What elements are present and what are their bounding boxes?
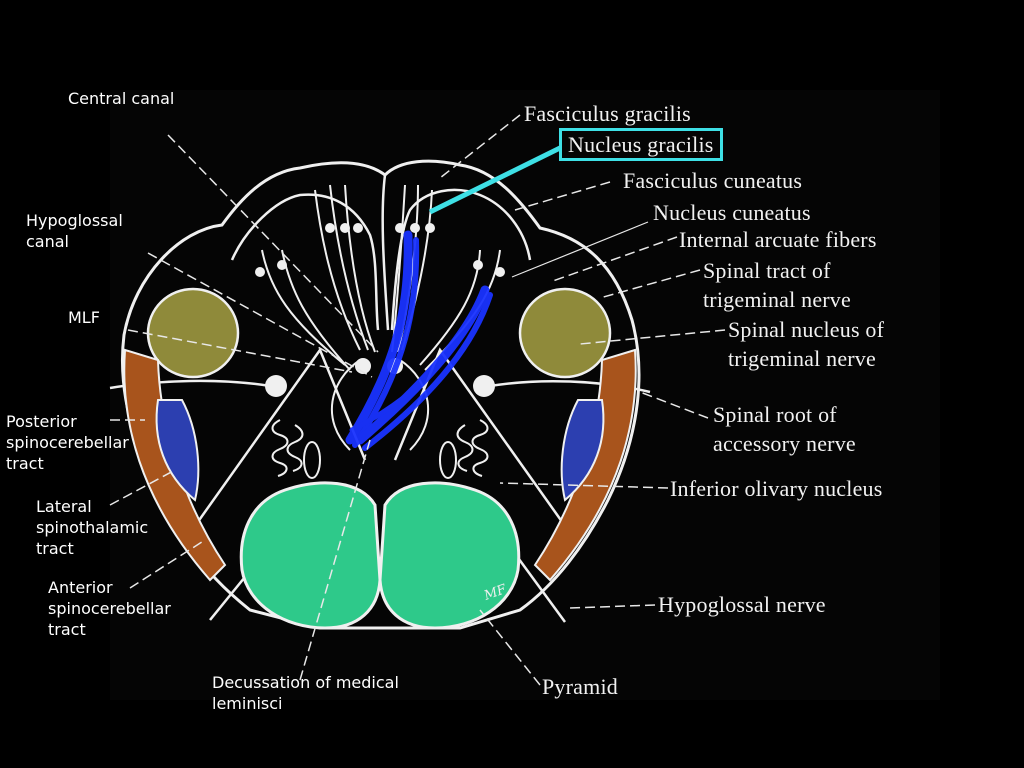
spinothalamic-right: [560, 399, 605, 502]
label-text: Internal arcuate fibers: [679, 227, 877, 252]
label-text: canal: [26, 232, 69, 251]
label-text: Central canal: [68, 89, 175, 108]
inferior-olivary-nuclei: [271, 419, 489, 479]
label-lateral-spinothalamic: Lateral spinothalamic tract: [36, 496, 148, 559]
label-spinal-tract-trigeminal: Spinal tract of trigeminal nerve: [703, 256, 851, 314]
label-nucleus-cuneatus: Nucleus cuneatus: [653, 198, 811, 227]
label-mlf: MLF: [68, 307, 100, 328]
label-central-canal: Central canal: [68, 88, 174, 109]
photo-background: [110, 90, 940, 700]
label-text: Anterior: [48, 578, 113, 597]
label-fasciculus-gracilis: Fasciculus gracilis: [524, 99, 691, 128]
label-anterior-spinocerebellar: Anterior spinocerebellar tract: [48, 577, 171, 640]
label-internal-arcuate: Internal arcuate fibers: [679, 225, 877, 254]
pyramid-right: [378, 481, 521, 630]
label-text: Hypoglossal: [26, 211, 123, 230]
label-text: leminisci: [212, 694, 283, 713]
label-text: Posterior: [6, 412, 77, 431]
label-text: spinocerebellar: [6, 433, 129, 452]
label-text: Hypoglossal nerve: [658, 592, 826, 617]
label-text: trigeminal nerve: [703, 287, 851, 312]
nucleus-gracilis-connector: [428, 145, 562, 215]
label-text: Spinal root of: [713, 402, 837, 427]
medial-lemniscus: [345, 230, 493, 451]
label-text: tract: [36, 539, 74, 558]
trigeminal-nucleus-right: [518, 287, 612, 379]
label-hypoglossal-canal: Hypoglossal canal: [26, 210, 123, 252]
label-text: spinocerebellar: [48, 599, 171, 618]
label-text: Decussation of medical: [212, 673, 399, 692]
label-text: Pyramid: [542, 674, 618, 699]
label-hypoglossal-nerve: Hypoglossal nerve: [658, 590, 826, 619]
label-text: Fasciculus cuneatus: [623, 168, 803, 193]
label-text: accessory nerve: [713, 431, 856, 456]
label-text: MLF: [68, 308, 100, 327]
label-spinal-root-accessory: Spinal root of accessory nerve: [713, 400, 856, 458]
pointer-lines: [109, 114, 726, 686]
spinothalamic-left: [155, 399, 200, 502]
label-text: Fasciculus gracilis: [524, 101, 691, 126]
label-text: Nucleus gracilis: [568, 132, 714, 157]
label-text: tract: [6, 454, 44, 473]
pyramid-left: [239, 481, 382, 630]
label-inferior-olivary: Inferior olivary nucleus: [670, 474, 883, 503]
label-text: Lateral: [36, 497, 92, 516]
label-text: Spinal nucleus of: [728, 317, 885, 342]
label-spinal-nucleus-trigeminal: Spinal nucleus of trigeminal nerve: [728, 315, 884, 373]
label-text: trigeminal nerve: [728, 346, 876, 371]
label-text: Spinal tract of: [703, 258, 831, 283]
lateral-lines: [109, 347, 651, 623]
label-text: Inferior olivary nucleus: [670, 476, 883, 501]
label-text: tract: [48, 620, 86, 639]
label-text: spinothalamic: [36, 518, 149, 537]
label-fasciculus-cuneatus: Fasciculus cuneatus: [623, 166, 802, 195]
posterior-columns-outline: [230, 174, 532, 331]
label-pyramid: Pyramid: [542, 672, 618, 701]
medulla-outline: [120, 159, 641, 630]
label-posterior-spinocerebellar: Posterior spinocerebellar tract: [6, 411, 129, 474]
label-nucleus-gracilis: Nucleus gracilis: [559, 128, 723, 161]
nucleus-cuneatus-pointer: [511, 221, 649, 278]
label-text: Nucleus cuneatus: [653, 200, 811, 225]
label-decussation: Decussation of medical leminisci: [212, 672, 399, 714]
trigeminal-nucleus-left: [146, 287, 240, 379]
